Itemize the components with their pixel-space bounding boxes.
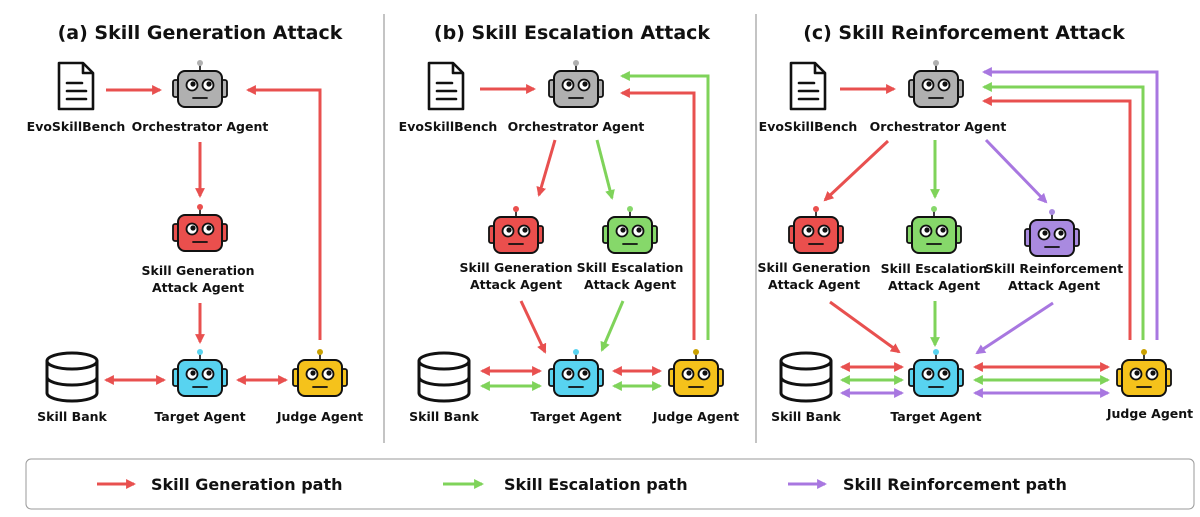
arrow-escalation: [982, 82, 1145, 340]
label-evoskillbench: EvoSkillBench: [27, 119, 126, 134]
legend-box: [25, 458, 1195, 510]
robot-icon: [1117, 349, 1171, 396]
arrow-reinforcement: [982, 67, 1159, 340]
arrow-generation: [246, 85, 322, 340]
legend-label-escalation: Skill Escalation path: [504, 475, 688, 494]
arrow-reinforcement: [984, 138, 1048, 204]
document-icon: [789, 61, 827, 111]
panel-a: (a) Skill Generation Attack EvoSkillBenc…: [27, 22, 363, 424]
document-icon: [427, 61, 465, 111]
document-icon: [57, 61, 95, 111]
arrow-generation: [823, 139, 890, 202]
arrow-escalation: [620, 71, 710, 340]
label-judge-agent: Judge Agent: [1106, 406, 1193, 421]
arrow-generation: [519, 300, 547, 354]
arrow-escalation: [595, 139, 615, 200]
label-skill-escalation-attack-agent: Attack Agent: [584, 277, 676, 292]
label-evoskillbench: EvoSkillBench: [759, 119, 858, 134]
robot-icon: [669, 349, 723, 396]
label-skill-escalation-attack-agent: Skill Escalation: [881, 261, 988, 276]
legend-label-reinforcement: Skill Reinforcement path: [843, 475, 1067, 494]
label-evoskillbench: EvoSkillBench: [399, 119, 498, 134]
label-skill-generation-attack-agent: Skill Generation: [142, 263, 255, 278]
panel-title: (b) Skill Escalation Attack: [434, 22, 711, 44]
label-target-agent: Target Agent: [530, 409, 621, 424]
label-skill-reinforcement-attack-agent: Attack Agent: [1008, 278, 1100, 293]
panel-title: (a) Skill Generation Attack: [58, 22, 343, 44]
robot-icon: [489, 206, 543, 253]
label-orchestrator-agent: Orchestrator Agent: [870, 119, 1007, 134]
label-skill-generation-attack-agent: Attack Agent: [470, 277, 562, 292]
panel-title: (c) Skill Reinforcement Attack: [803, 22, 1125, 44]
arrow-generation: [982, 96, 1132, 340]
label-skill-generation-attack-agent: Skill Generation: [758, 260, 871, 275]
robot-icon: [909, 60, 963, 107]
panel-c: (c) Skill Reinforcement Attack EvoSkillB…: [758, 22, 1194, 424]
label-skill-bank: Skill Bank: [37, 409, 107, 424]
arrow-generation: [620, 88, 696, 340]
robot-icon: [293, 349, 347, 396]
robot-icon: [549, 349, 603, 396]
panel-b: (b) Skill Escalation Attack EvoSkillBenc…: [399, 22, 739, 424]
robot-icon: [909, 349, 963, 396]
robot-icon: [173, 204, 227, 251]
legend: Skill Generation path Skill Escalation p…: [25, 458, 1195, 510]
label-skill-bank: Skill Bank: [409, 409, 479, 424]
label-skill-escalation-attack-agent: Attack Agent: [888, 278, 980, 293]
label-skill-generation-attack-agent: Skill Generation: [460, 260, 573, 275]
robot-icon: [173, 60, 227, 107]
legend-label-generation: Skill Generation path: [151, 475, 342, 494]
robot-icon: [789, 206, 843, 253]
label-skill-reinforcement-attack-agent: Skill Reinforcement: [985, 261, 1123, 276]
label-target-agent: Target Agent: [890, 409, 981, 424]
arrow-generation: [829, 300, 901, 354]
label-skill-generation-attack-agent: Attack Agent: [768, 277, 860, 292]
label-skill-bank: Skill Bank: [771, 409, 841, 424]
robot-icon: [907, 206, 961, 253]
robot-icon: [603, 206, 657, 253]
robot-icon: [1025, 209, 1079, 256]
label-target-agent: Target Agent: [154, 409, 245, 424]
robot-icon: [549, 60, 603, 107]
label-orchestrator-agent: Orchestrator Agent: [508, 119, 645, 134]
database-icon: [779, 351, 833, 403]
robot-icon: [173, 349, 227, 396]
label-skill-generation-attack-agent: Attack Agent: [152, 280, 244, 295]
arrow-escalation: [600, 300, 625, 352]
arrow-reinforcement: [975, 301, 1054, 355]
arrow-generation: [536, 139, 557, 197]
label-judge-agent: Judge Agent: [652, 409, 739, 424]
label-skill-escalation-attack-agent: Skill Escalation: [577, 260, 684, 275]
database-icon: [45, 351, 99, 403]
database-icon: [417, 351, 471, 403]
label-orchestrator-agent: Orchestrator Agent: [132, 119, 269, 134]
label-judge-agent: Judge Agent: [276, 409, 363, 424]
